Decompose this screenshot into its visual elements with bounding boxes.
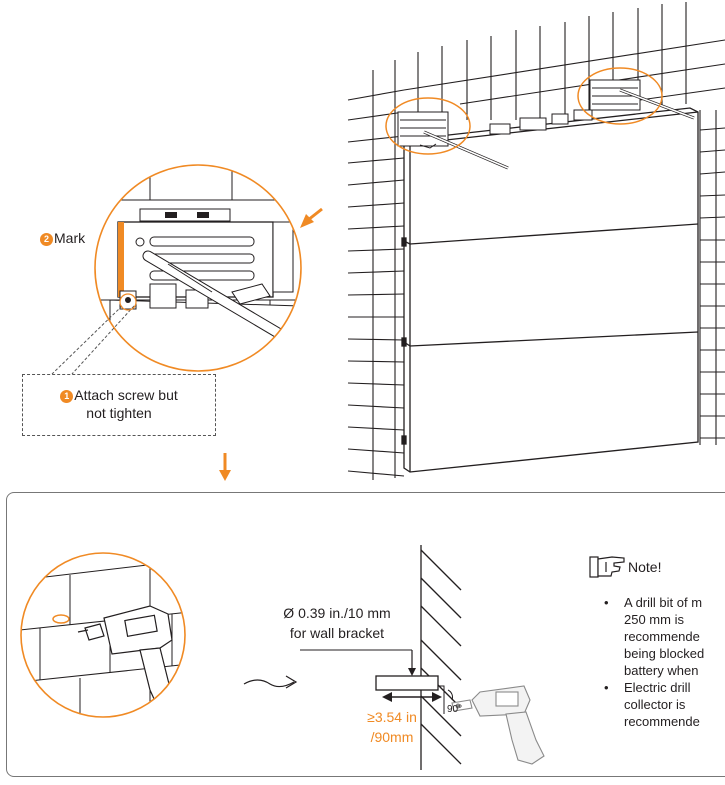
drill-tool-icon: [451, 685, 545, 765]
mark-step-badge: 2: [40, 233, 53, 246]
note-item-2-line: Electric drill: [624, 680, 691, 695]
note-hand-icon: [589, 556, 625, 578]
drill-spec-line-1: Ø 0.39 in./10 mm: [283, 605, 391, 621]
right-bracket: [589, 79, 695, 120]
note-item-1-line: being blocked: [624, 646, 705, 661]
bracket-tab: [375, 675, 439, 691]
note-list: A drill bit of m 250 mm is recommende be…: [604, 594, 725, 730]
transition-arrow-icon: [243, 679, 295, 688]
drill-detail: [21, 553, 185, 717]
down-arrow-icon: [219, 453, 231, 481]
attach-text-line-1: Attach screw but: [74, 387, 178, 403]
depth-spec-line-2: /90mm: [370, 729, 414, 745]
drill-spec-line-2: for wall bracket: [289, 625, 385, 641]
note-item-1-line: 250 mm is: [624, 612, 684, 627]
left-bracket: [397, 111, 509, 170]
note-item-1-line: A drill bit of m: [624, 595, 703, 610]
right-highlight-circle: [577, 67, 663, 125]
wall-grid: [347, 2, 725, 480]
note-item-1: A drill bit of m 250 mm is recommende be…: [604, 594, 725, 679]
zoom-detail-circle: [94, 164, 302, 372]
drilling-panel: [6, 492, 725, 777]
battery-stack: [401, 107, 699, 473]
depth-spec-line-1: ≥3.54 in: [367, 709, 417, 725]
note-title: Note!: [628, 559, 662, 575]
note-item-1-line: battery when: [624, 663, 699, 678]
attach-step-badge: 1: [60, 390, 74, 403]
mark-step-text: Mark: [54, 230, 86, 246]
note-item-2-line: collector is: [624, 697, 686, 712]
top-connectors: [489, 109, 593, 135]
detail-arrow-icon: [300, 207, 323, 228]
drill-detail-circle: [20, 552, 186, 718]
note-item-1-line: recommende: [624, 629, 700, 644]
note-item-2: Electric drill collector is recommende: [604, 679, 725, 730]
callout-leader: [51, 305, 135, 375]
screw-highlight-circle: [119, 293, 137, 311]
note-item-2-line: recommende: [624, 714, 700, 729]
zoom-detail: [95, 165, 301, 371]
angle-label: 90°: [447, 704, 463, 715]
attach-text-line-2: not tighten: [86, 405, 152, 421]
wall-section: [420, 545, 462, 770]
left-highlight-circle: [385, 97, 471, 155]
